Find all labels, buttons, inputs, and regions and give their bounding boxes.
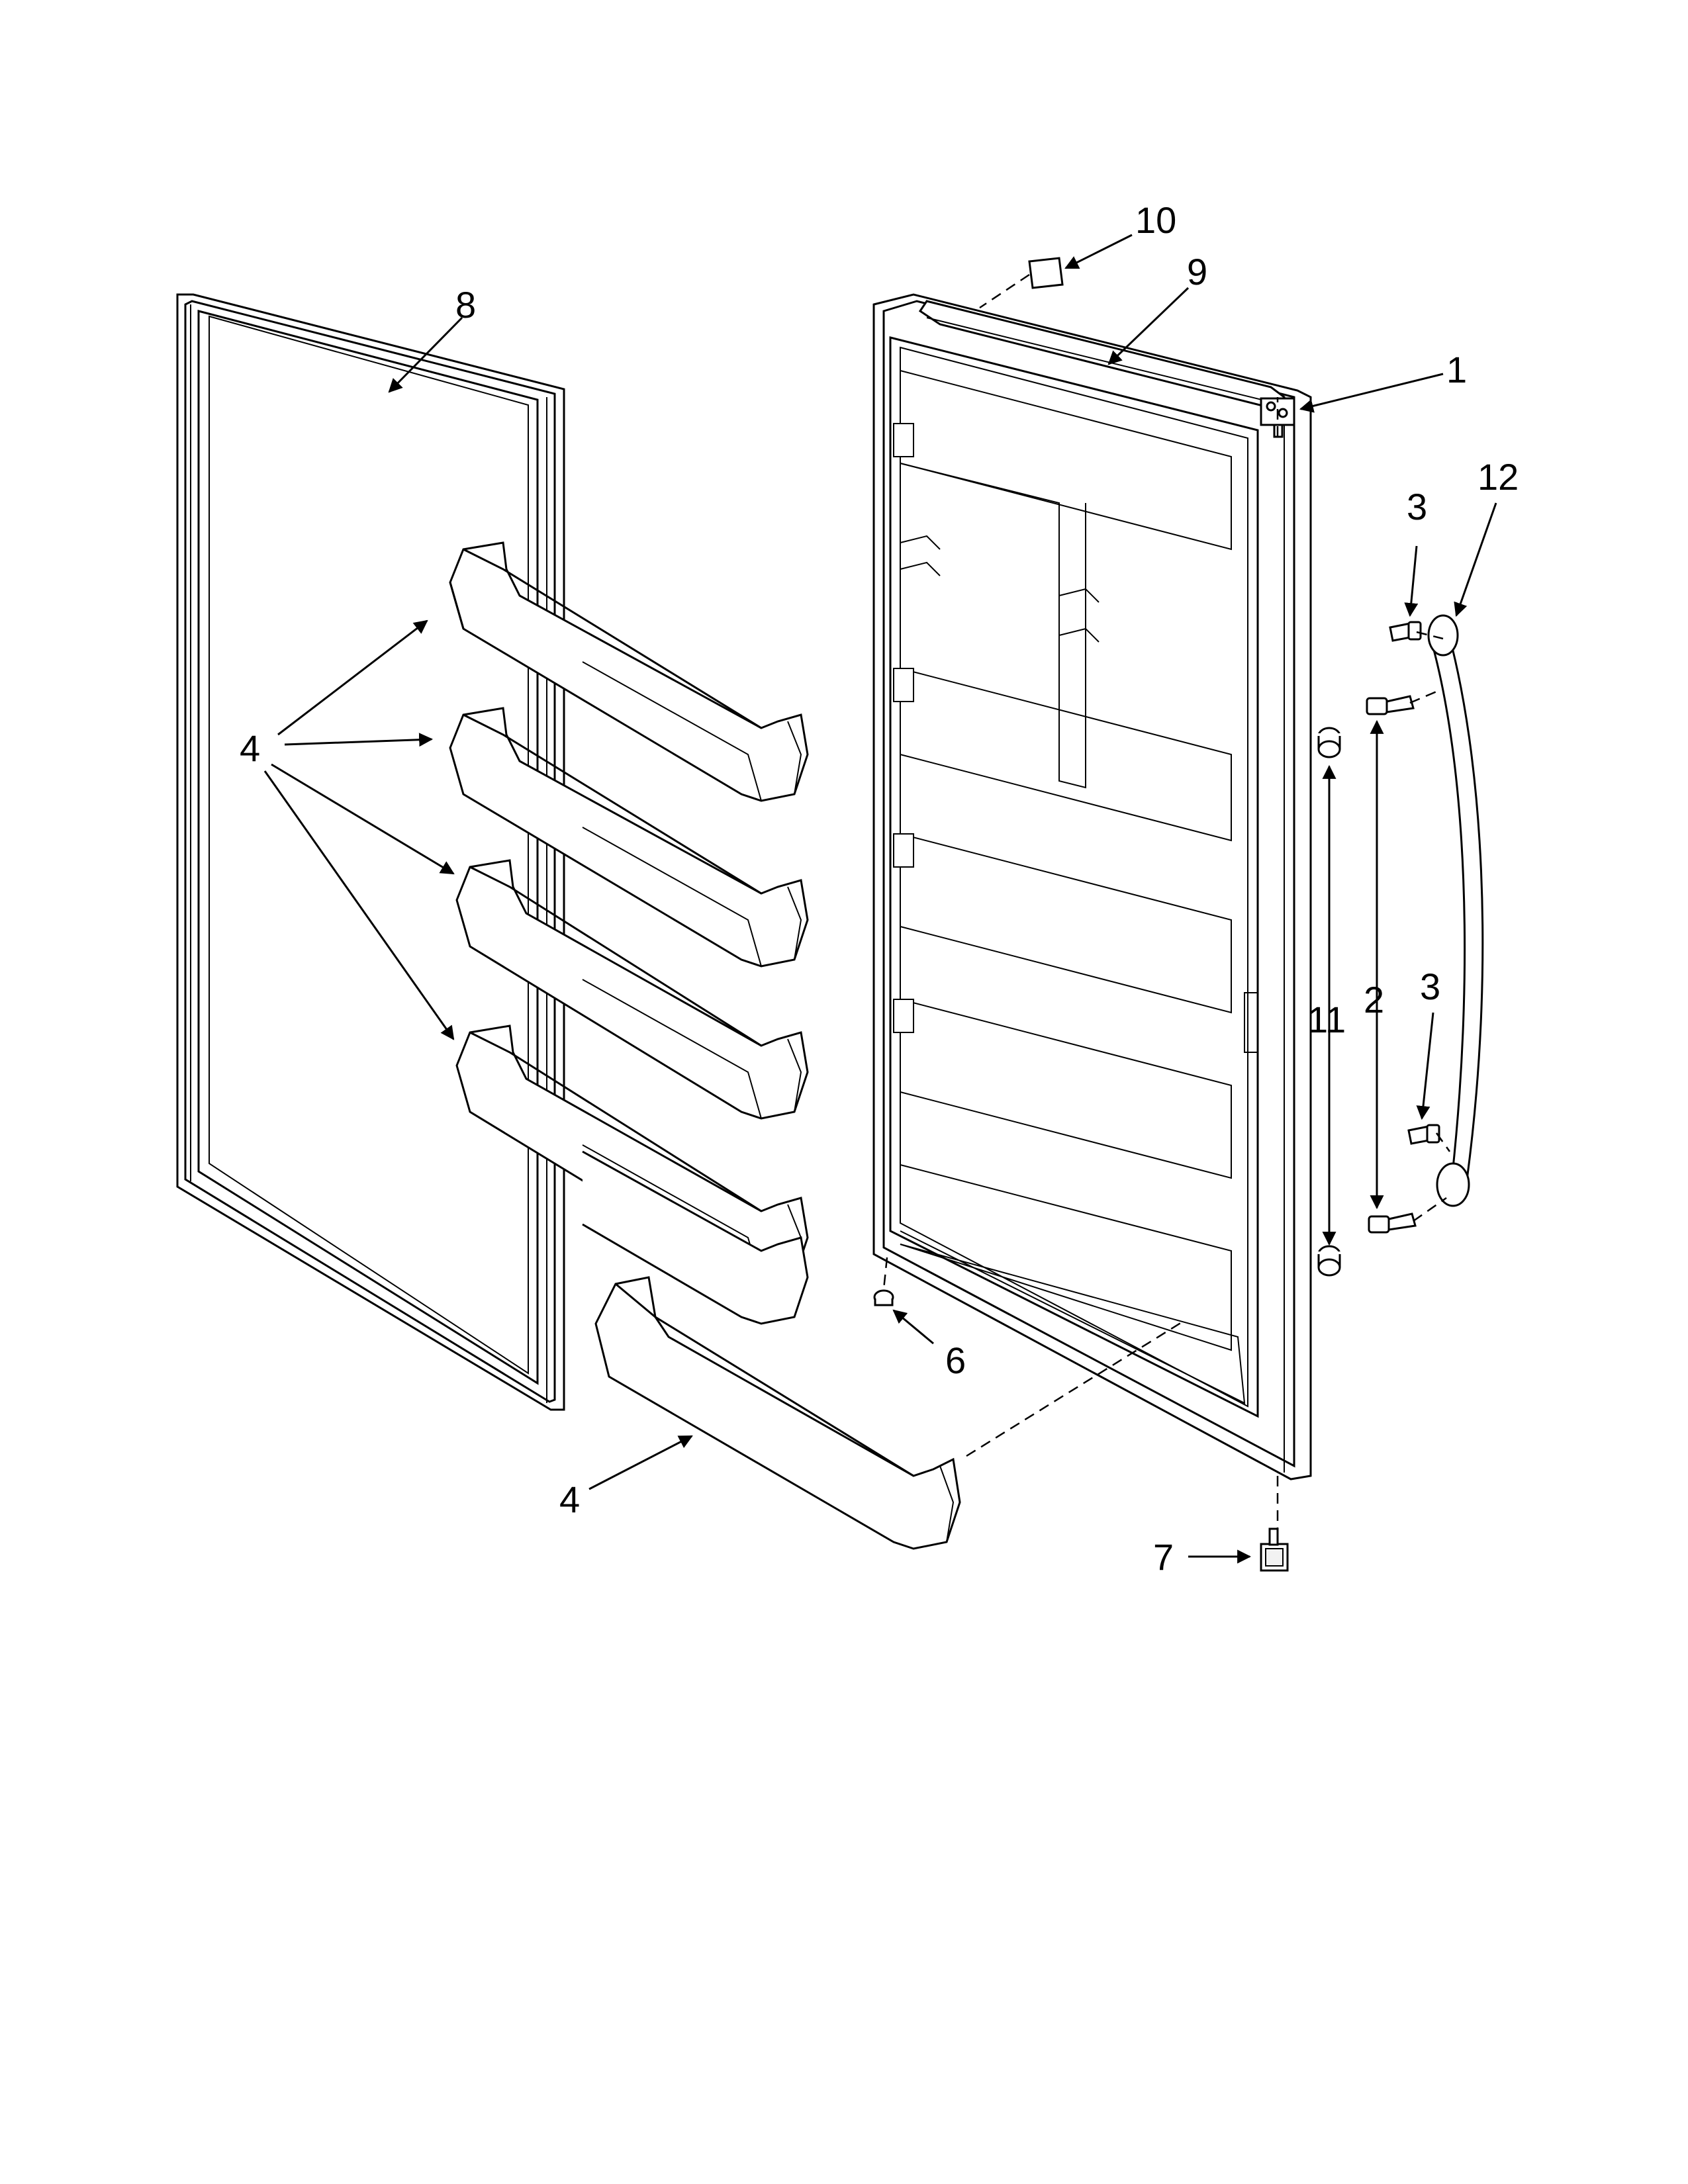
leader-arrows: [263, 234, 1497, 1564]
door-handle: [1429, 615, 1483, 1206]
label-part: [1029, 258, 1062, 288]
callout-labels: 10 9 1 8 3 12 4 11 2 3 6 4 7: [240, 199, 1519, 1578]
spacer-upper: [1317, 728, 1341, 757]
screw-3-upper: [1390, 622, 1421, 641]
callout-3-lower: 3: [1420, 966, 1440, 1007]
callout-4-left: 4: [240, 727, 260, 769]
screw-2-upper: [1367, 696, 1413, 714]
callout-1: 1: [1446, 349, 1467, 390]
callout-8: 8: [455, 284, 476, 326]
door-bin-2: [450, 708, 808, 966]
callout-4-lower: 4: [559, 1479, 580, 1520]
callout-2: 2: [1364, 979, 1384, 1021]
door-bin-lower: [596, 1277, 960, 1549]
door-bumper: [874, 1291, 893, 1305]
door-bin-3: [457, 860, 808, 1118]
screw-3-lower: [1409, 1125, 1439, 1144]
door-bin-5: [583, 1152, 808, 1324]
screw-2-lower: [1369, 1214, 1415, 1232]
screws: [1367, 622, 1439, 1232]
callout-3-upper: 3: [1407, 486, 1427, 527]
door-bin-1: [450, 543, 808, 801]
callout-7: 7: [1153, 1536, 1174, 1578]
assembly-guide-lines: [882, 273, 1451, 1529]
callout-10: 10: [1135, 199, 1176, 241]
door-assembly: [874, 295, 1311, 1479]
handle-spacers: [1317, 728, 1341, 1275]
callout-12: 12: [1477, 456, 1519, 498]
callout-11: 11: [1307, 999, 1346, 1040]
callout-9: 9: [1187, 251, 1207, 293]
door-gasket: [177, 295, 564, 1410]
bottom-hinge-bracket: [1261, 1529, 1288, 1570]
spacer-lower: [1317, 1246, 1341, 1275]
door-bins-stacked: [450, 543, 808, 1324]
callout-6: 6: [945, 1340, 966, 1381]
